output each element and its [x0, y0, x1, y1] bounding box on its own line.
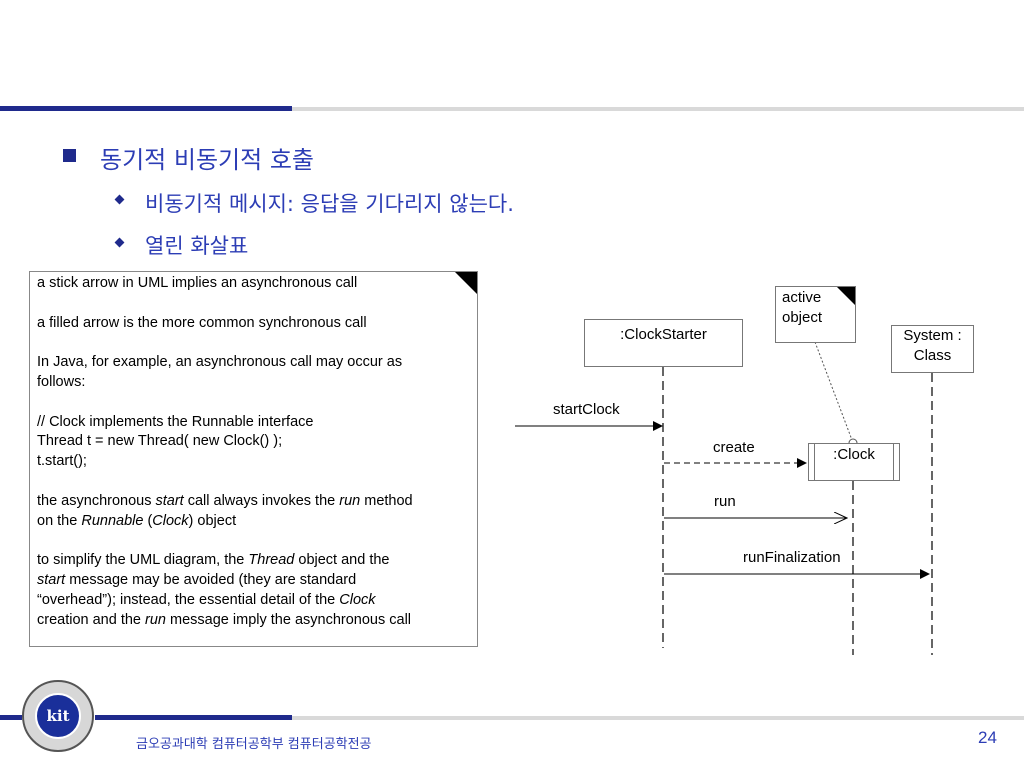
bullet-2: 열린 화살표 [145, 234, 249, 258]
note-line: creation and the run message imply the a… [37, 611, 412, 628]
note-line: a filled arrow is the more common synchr… [37, 314, 367, 331]
label-create: create [713, 439, 755, 456]
logo-emblem: kit [35, 693, 81, 739]
bottom-rule-gray [292, 716, 1024, 720]
title-bullet [63, 149, 76, 162]
page-number: 24 [978, 728, 997, 747]
bullet-1: 비동기적 메시지: 응답을 기다리지 않는다. [145, 192, 514, 216]
clockstarter-object: :ClockStarter [584, 319, 743, 367]
label-run: run [714, 493, 736, 510]
note-line: on the Runnable (Clock) object [37, 512, 237, 529]
note-line: In Java, for example, an asynchronous ca… [37, 354, 403, 371]
note-line: start message may be avoided (they are s… [37, 571, 357, 588]
uml-note-box: a stick arrow in UML implies an asynchro… [29, 271, 478, 647]
footer-department: 금오공과대학 컴퓨터공학부 컴퓨터공학전공 [136, 737, 372, 752]
note-line: a stick arrow in UML implies an asynchro… [37, 275, 358, 291]
note-line: Thread t = new Thread( new Clock() ); [37, 433, 283, 450]
note-spacer [37, 472, 470, 492]
note-line: the asynchronous start call always invok… [37, 492, 413, 509]
note-fold-corner [455, 272, 477, 294]
bottom-rule-accent [95, 715, 292, 720]
note-line: // Clock implements the Runnable interfa… [37, 413, 314, 430]
bottom-rule-accent-left [0, 715, 22, 720]
label-startclock: startClock [553, 401, 620, 418]
top-rule-gray [292, 107, 1024, 111]
label-runfinalization: runFinalization [743, 549, 841, 566]
system-class-object: System : Class [891, 325, 974, 373]
note-line: “overhead”); instead, the essential deta… [37, 591, 376, 608]
bullet-diamond [114, 237, 125, 248]
active-object-note: active object [775, 286, 856, 343]
note-line: follows: [37, 373, 86, 390]
note-spacer [37, 333, 470, 353]
clock-active-object: :Clock [808, 443, 900, 481]
note-text: a stick arrow in UML implies an asynchro… [37, 274, 470, 492]
note-connector [814, 341, 853, 441]
university-logo: kit [22, 680, 94, 752]
note-line: t.start(); [37, 453, 87, 470]
top-rule-accent [0, 106, 292, 111]
note-line: to simplify the UML diagram, the Thread … [37, 552, 390, 569]
slide-title: 동기적 비동기적 호출 [100, 146, 314, 174]
note-spacer [37, 294, 470, 314]
bullet-diamond [114, 194, 125, 205]
note-spacer [37, 393, 470, 413]
